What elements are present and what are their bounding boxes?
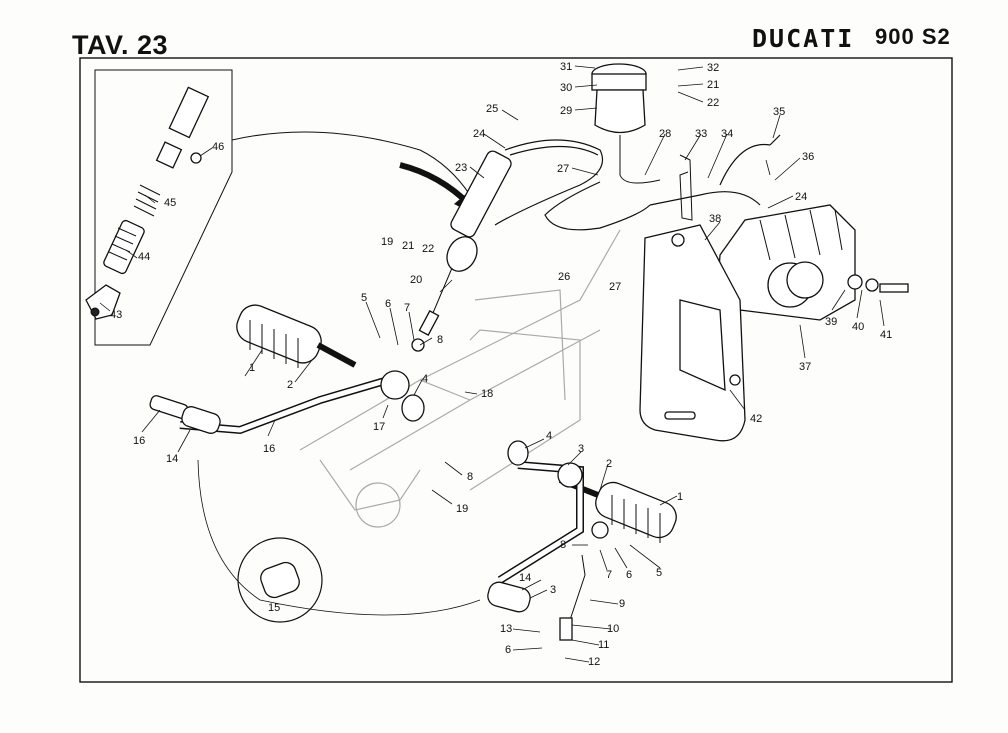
callout-22: 22 [707,97,719,109]
footpeg-rubber-detail [260,561,300,599]
callout-32: 32 [707,62,719,74]
diagram-border [79,57,953,683]
callout-22b: 22 [422,243,434,255]
bracket-cutout [679,299,726,392]
callout-3: 3 [578,443,584,455]
callout-5: 5 [361,292,367,304]
callout-13: 13 [500,623,512,635]
callout-36: 36 [802,151,814,163]
callout-27b: 27 [609,281,621,293]
callout-23: 23 [455,162,467,174]
callout-42: 42 [750,413,762,425]
callout-8b: 8 [467,471,473,483]
callout-18: 18 [481,388,493,400]
table-number: TAV. 23 [72,30,169,60]
callout-11: 11 [598,639,609,651]
callout-21: 21 [707,79,719,91]
callout-39: 39 [825,316,837,328]
callout-5b: 5 [656,567,662,579]
callout-16b: 16 [263,443,275,455]
callout-34: 34 [721,128,733,140]
callout-21b: 21 [402,240,414,252]
frame-outline [299,229,621,528]
right-footrest-assembly [487,440,677,641]
left-footrest-assembly [149,304,425,435]
brake-hoses [494,134,781,231]
callout-7: 7 [404,302,410,314]
callout-2: 2 [287,379,293,391]
callout-19b: 19 [456,503,468,515]
callout-1b: 1 [677,491,683,503]
callout-24b: 24 [795,191,807,203]
brand-logo: DUCATI [752,24,855,53]
master-cylinder-exploded [85,86,210,320]
callout-6c: 6 [505,644,511,656]
callout-8: 8 [437,334,443,346]
callout-35: 35 [773,106,785,118]
callout-1: 1 [249,362,255,374]
callout-6b: 6 [626,569,632,581]
callout-15: 15 [268,602,280,614]
callout-14: 14 [166,453,178,465]
callout-12: 12 [588,656,600,668]
model-name: 900 S2 [875,24,951,49]
callout-9: 9 [619,598,625,610]
callout-8c: 8 [560,539,566,551]
callout-30: 30 [560,82,572,94]
fluid-reservoir [591,63,661,184]
callout-labels: 31 30 29 32 21 22 25 24 23 27 28 33 34 3… [110,61,892,668]
callout-28: 28 [659,128,671,140]
leader-lines [99,65,885,663]
callout-45: 45 [164,197,176,209]
callout-37: 37 [799,361,811,373]
callout-6: 6 [385,298,391,310]
callout-2b: 2 [606,458,612,470]
caliper-bolt [847,274,909,293]
callout-40: 40 [852,321,864,333]
callout-24: 24 [473,128,485,140]
callout-7b: 7 [606,569,612,581]
callout-20: 20 [410,274,422,286]
callout-14b: 14 [519,572,531,584]
callout-17: 17 [373,421,385,433]
detail-circle [237,537,323,623]
callout-31: 31 [560,61,572,73]
callout-27: 27 [557,163,569,175]
callout-10: 10 [607,623,619,635]
callout-16: 16 [133,435,145,447]
callout-33: 33 [695,128,707,140]
callout-43: 43 [110,309,122,321]
callout-29: 29 [560,105,572,117]
callout-19: 19 [381,236,393,248]
callout-46: 46 [212,141,224,153]
callout-38: 38 [709,213,721,225]
callout-4: 4 [422,373,428,385]
callout-3b: 3 [550,584,556,596]
master-cylinder [411,150,512,352]
callout-44: 44 [138,251,150,263]
callout-25: 25 [486,103,498,115]
brake-caliper [717,204,856,321]
retaining-wire [679,154,693,221]
arrow-curve [231,131,471,196]
callout-26: 26 [558,271,570,283]
callout-4b: 4 [546,430,552,442]
callout-41: 41 [880,329,892,341]
